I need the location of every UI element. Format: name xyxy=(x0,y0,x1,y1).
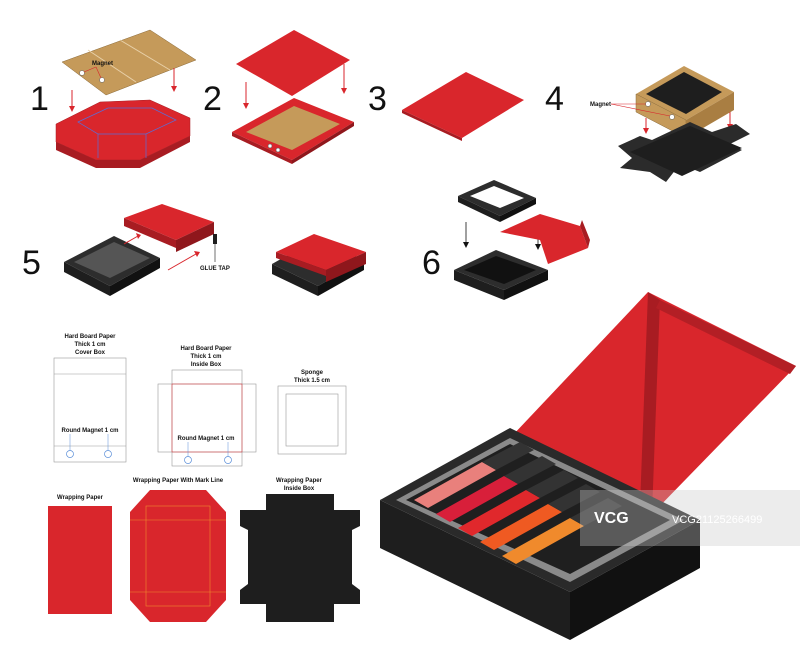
cover-box-dieline: Hard Board Paper Thick 1 cm Cover Box Ro… xyxy=(53,334,127,463)
step-number-4: 4 xyxy=(545,80,564,118)
step-number-1: 1 xyxy=(30,80,49,118)
magnet-label-4: Magnet xyxy=(590,102,611,108)
watermark-id: VCG21125266499 xyxy=(672,514,762,526)
wrap-label-3b: Inside Box xyxy=(284,486,315,492)
step-6-illustration xyxy=(454,180,590,300)
glue-tap-label: GLUE TAP xyxy=(200,266,230,272)
watermark-logo: VCG xyxy=(594,510,629,527)
inside-title-1: Hard Board Paper xyxy=(180,346,232,352)
cover-title-2: Thick 1 cm xyxy=(74,342,105,348)
step-1-illustration: Magnet xyxy=(55,29,197,168)
inside-title-3: Inside Box xyxy=(191,362,222,368)
inside-title-2: Thick 1 cm xyxy=(190,354,221,360)
wrapping-paper-pieces: Wrapping Paper Wrapping Paper With Mark … xyxy=(48,478,360,622)
cover-title-1: Hard Board Paper xyxy=(64,334,116,340)
magnet-label-1: Magnet xyxy=(92,61,113,67)
wrap-label-1: Wrapping Paper xyxy=(57,495,104,501)
step-number-6: 6 xyxy=(422,244,441,282)
watermark: VCG VCG21125266499 xyxy=(580,490,800,546)
step-number-3: 3 xyxy=(368,80,387,118)
sponge-label-2: Thick 1.5 cm xyxy=(294,378,330,384)
inside-box-dieline: Hard Board Paper Thick 1 cm Inside Box R… xyxy=(157,346,257,467)
lipstick-tubes xyxy=(414,442,622,564)
cover-magnet-label: Round Magnet 1 cm xyxy=(61,428,118,434)
wrap-label-3a: Wrapping Paper xyxy=(276,478,323,484)
step-5-illustration: GLUE TAP xyxy=(64,204,366,296)
wrap-label-2: Wrapping Paper With Mark Line xyxy=(133,478,224,484)
step-number-5: 5 xyxy=(22,244,41,282)
final-product-box xyxy=(380,292,796,640)
step-2-illustration xyxy=(232,30,354,164)
step-4-illustration: Magnet xyxy=(590,66,750,182)
cover-title-3: Cover Box xyxy=(75,350,106,356)
step-3-illustration xyxy=(402,72,524,141)
step-number-2: 2 xyxy=(203,80,222,118)
sponge-label-1: Sponge xyxy=(301,370,324,376)
sponge-dieline: Sponge Thick 1.5 cm xyxy=(277,370,347,455)
inside-magnet-label: Round Magnet 1 cm xyxy=(177,436,234,442)
